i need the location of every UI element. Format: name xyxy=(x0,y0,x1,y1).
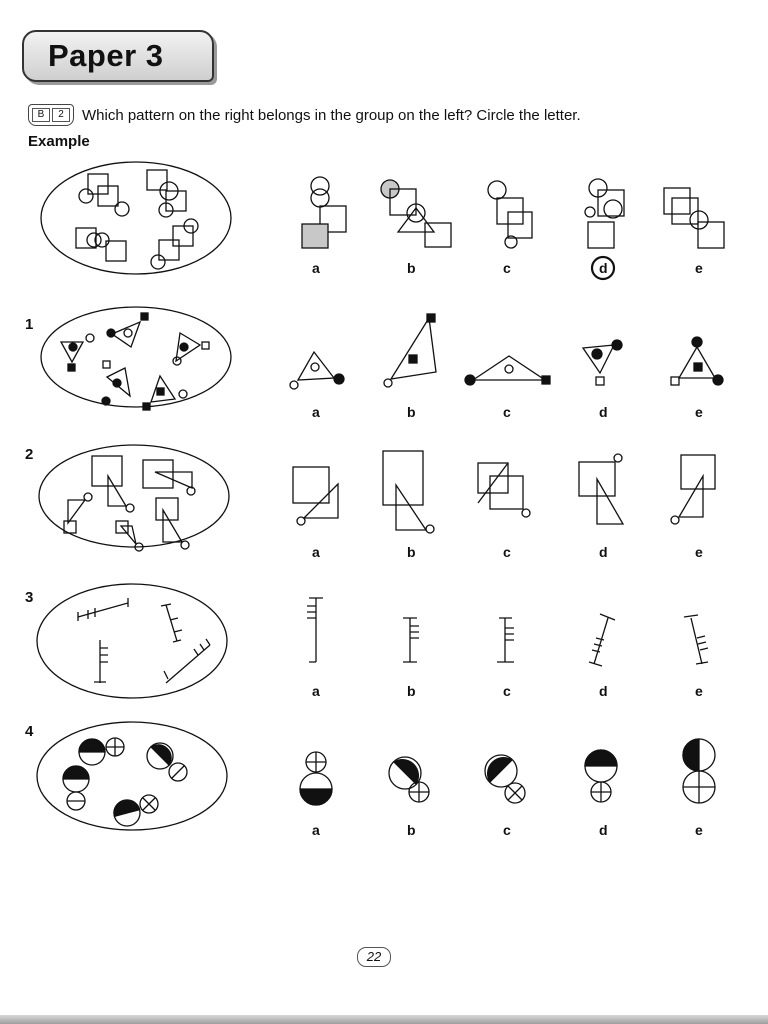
q2-option-d[interactable] xyxy=(578,453,625,525)
q3-letter-e[interactable]: e xyxy=(695,683,703,699)
book-icon-right-page: 2 xyxy=(52,108,70,122)
paper-title: Paper 3 xyxy=(48,38,164,73)
q1-letter-d[interactable]: d xyxy=(599,404,608,420)
q4-letter-d[interactable]: d xyxy=(599,822,608,838)
q3-option-e[interactable] xyxy=(683,614,709,665)
q3-group-ellipse xyxy=(36,583,228,699)
q3-letter-c[interactable]: c xyxy=(503,683,511,699)
q1-option-a[interactable] xyxy=(289,350,345,390)
q2-group-ellipse xyxy=(38,444,230,552)
example-letter-e[interactable]: e xyxy=(695,260,703,276)
q4-option-b[interactable] xyxy=(388,756,430,803)
example-letter-c[interactable]: c xyxy=(503,260,511,276)
q2-option-a[interactable] xyxy=(292,466,339,526)
q3-letter-d[interactable]: d xyxy=(599,683,608,699)
q4-letter-e[interactable]: e xyxy=(695,822,703,838)
q4-letter-c[interactable]: c xyxy=(503,822,511,838)
q3-option-c[interactable] xyxy=(497,617,514,663)
q1-option-c[interactable] xyxy=(464,355,551,386)
example-option-d[interactable] xyxy=(584,178,625,249)
example-answer-circle xyxy=(590,255,616,281)
example-label: Example xyxy=(28,133,90,150)
q1-letter-e[interactable]: e xyxy=(695,404,703,420)
q4-option-c[interactable] xyxy=(484,754,526,804)
instruction-text: Which pattern on the right belongs in th… xyxy=(82,106,581,124)
q2-letter-b[interactable]: b xyxy=(407,544,416,560)
q2-option-e[interactable] xyxy=(670,454,716,525)
q2-letter-c[interactable]: c xyxy=(503,544,511,560)
example-option-c[interactable] xyxy=(487,180,533,249)
option-letters: a b c d e a b c d e a b c d e a b c d e … xyxy=(312,260,703,838)
q4-letter-b[interactable]: b xyxy=(407,822,416,838)
question-number-2: 2 xyxy=(25,446,34,463)
example-letter-a[interactable]: a xyxy=(312,260,320,276)
example-option-e[interactable] xyxy=(663,187,725,249)
q3-option-d[interactable] xyxy=(588,613,616,667)
q1-option-b[interactable] xyxy=(383,313,437,388)
q4-option-d[interactable] xyxy=(584,749,618,803)
q3-letter-b[interactable]: b xyxy=(407,683,416,699)
example-option-b[interactable] xyxy=(380,179,452,248)
q4-option-a[interactable] xyxy=(299,751,333,806)
q1-letter-b[interactable]: b xyxy=(407,404,416,420)
q1-letter-c[interactable]: c xyxy=(503,404,511,420)
q3-option-a[interactable] xyxy=(307,597,323,663)
paper-title-tab: Paper 3 xyxy=(22,30,214,82)
bottom-band xyxy=(0,1015,768,1024)
q4-group-ellipse xyxy=(36,721,228,831)
book-icon-left-page: B xyxy=(32,108,50,122)
q2-option-c[interactable] xyxy=(477,462,531,518)
example-group-ellipse xyxy=(40,161,232,275)
book-icon: B 2 xyxy=(28,104,74,126)
q2-letter-d[interactable]: d xyxy=(599,544,608,560)
example-letter-b[interactable]: b xyxy=(407,260,416,276)
q1-option-e[interactable] xyxy=(670,336,724,386)
example-letter-d[interactable]: d xyxy=(599,260,608,276)
question-number-4: 4 xyxy=(25,723,34,740)
q2-option-b[interactable] xyxy=(382,450,435,534)
example-option-a[interactable] xyxy=(301,176,347,249)
q2-letter-e[interactable]: e xyxy=(695,544,703,560)
question-number-3: 3 xyxy=(25,589,34,606)
instruction-row: B 2 Which pattern on the right belongs i… xyxy=(28,104,581,126)
question-number-1: 1 xyxy=(25,316,34,333)
q4-letter-a[interactable]: a xyxy=(312,822,320,838)
q2-letter-a[interactable]: a xyxy=(312,544,320,560)
page-number: 22 xyxy=(357,947,391,967)
q1-option-d[interactable] xyxy=(581,339,623,386)
q1-group-ellipse xyxy=(40,306,232,411)
q4-option-e[interactable] xyxy=(682,738,716,804)
q3-option-b[interactable] xyxy=(403,617,419,663)
q3-letter-a[interactable]: a xyxy=(312,683,320,699)
q1-letter-a[interactable]: a xyxy=(312,404,320,420)
